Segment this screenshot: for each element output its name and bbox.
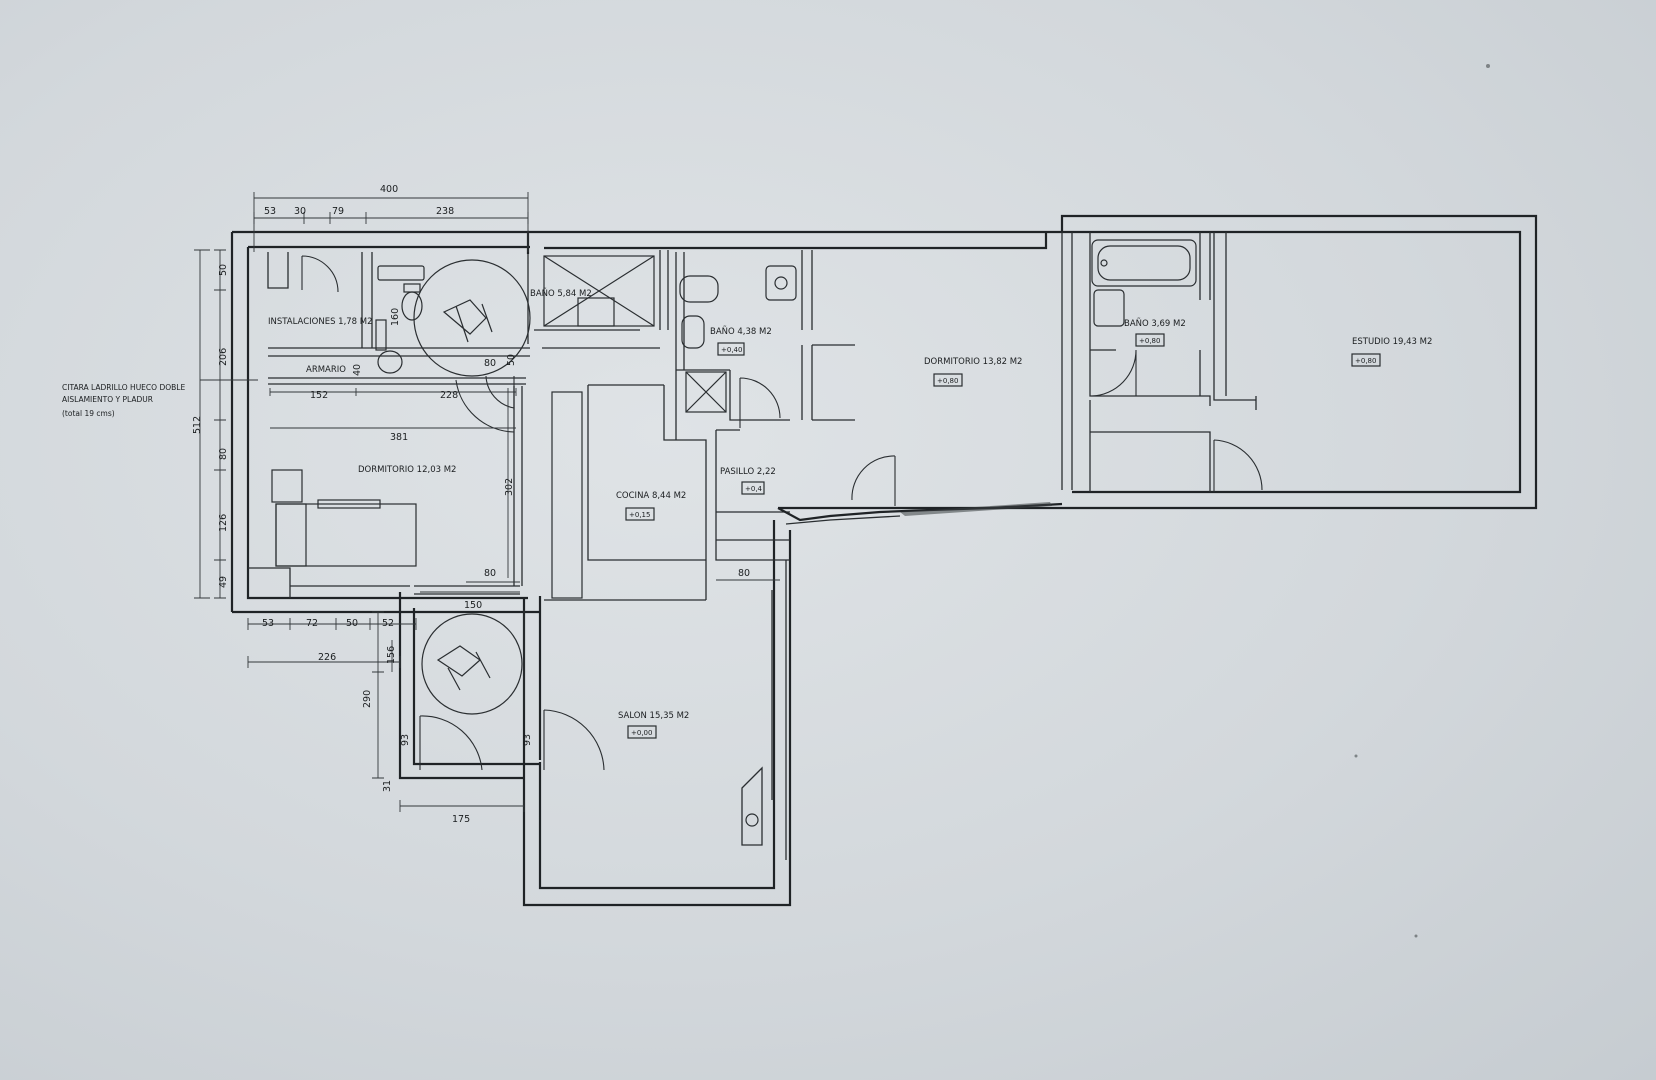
dim-left-512: 512 [192, 416, 203, 434]
note-line-1: CITARA LADRILLO HUECO DOBLE [62, 383, 185, 392]
label-pasillo: PASILLO 2,22 [720, 467, 776, 477]
dimension-lines [194, 192, 780, 812]
dim-left-49: 49 [218, 576, 229, 588]
dim-top-79: 79 [332, 206, 344, 217]
note-line-2: AISLAMIENTO Y PLADUR [62, 395, 153, 404]
dim-v-93-a: 93 [400, 734, 411, 746]
dim-left-80: 80 [218, 448, 229, 460]
label-cocina: COCINA 8,44 M2 [616, 491, 686, 501]
doors [301, 255, 1263, 771]
label-bano-2: BAÑO 4,38 M2 [710, 326, 772, 337]
dim-left-206: 206 [218, 348, 229, 366]
level-estudio: +0,80 [1355, 357, 1376, 365]
print-marks [900, 64, 1490, 938]
dim-40: 40 [352, 364, 363, 376]
label-bano-1: BAÑO 5,84 M2 [530, 288, 592, 299]
interior-walls [248, 232, 1257, 860]
dim-left-126: 126 [218, 514, 229, 532]
room-labels: INSTALACIONES 1,78 M2 ARMARIO BAÑO 5,84 … [268, 288, 1432, 739]
label-bano-3: BAÑO 3,69 M2 [1124, 318, 1186, 329]
label-armario: ARMARIO [306, 365, 346, 375]
dim-bottom-150: 150 [464, 600, 482, 611]
dim-top-30: 30 [294, 206, 306, 217]
level-dormitorio-2: +0,80 [937, 377, 958, 385]
dim-bottom-53: 53 [262, 618, 274, 629]
label-estudio: ESTUDIO 19,43 M2 [1352, 337, 1432, 347]
dim-v-156: 156 [386, 646, 397, 664]
dim-228: 228 [440, 390, 458, 401]
dim-v-93-b: 93 [522, 734, 533, 746]
dim-bottom-52: 52 [382, 618, 394, 629]
dim-v-290: 290 [362, 690, 373, 708]
label-salon: SALON 15,35 M2 [618, 711, 689, 721]
dimension-labels: 400 53 30 79 238 50 206 512 80 126 49 16… [192, 184, 750, 825]
note-line-3: (total 19 cms) [62, 409, 115, 418]
label-dormitorio-2: DORMITORIO 13,82 M2 [924, 357, 1022, 367]
dim-381: 381 [390, 432, 408, 443]
label-dormitorio-1: DORMITORIO 12,03 M2 [358, 465, 456, 475]
dim-top-238: 238 [436, 206, 454, 217]
level-bano-3: +0,80 [1139, 337, 1160, 345]
outer-walls [230, 214, 1538, 907]
level-pasillo: +0,4 [745, 485, 763, 493]
dim-left-50: 50 [218, 264, 229, 276]
wall-construction-note: CITARA LADRILLO HUECO DOBLE AISLAMIENTO … [62, 383, 185, 418]
dim-bottom-50: 50 [346, 618, 358, 629]
dim-302: 302 [504, 478, 515, 496]
dim-160: 160 [390, 308, 401, 326]
dim-152: 152 [310, 390, 328, 401]
dim-bottom-226: 226 [318, 652, 336, 663]
dim-80-a: 80 [484, 358, 496, 369]
dim-h-175: 175 [452, 814, 470, 825]
level-cocina: +0,15 [629, 511, 650, 519]
dim-v-31: 31 [382, 780, 393, 792]
dim-top-53: 53 [264, 206, 276, 217]
dim-top-total: 400 [380, 184, 398, 195]
label-instalaciones: INSTALACIONES 1,78 M2 [268, 317, 373, 327]
fixtures [271, 239, 1197, 827]
dim-80-c: 80 [738, 568, 750, 579]
dim-80-b: 80 [484, 568, 496, 579]
level-salon: +0,00 [631, 729, 652, 737]
level-bano-2: +0,40 [721, 346, 742, 354]
dim-50: 50 [506, 354, 517, 366]
dim-bottom-72: 72 [306, 618, 318, 629]
